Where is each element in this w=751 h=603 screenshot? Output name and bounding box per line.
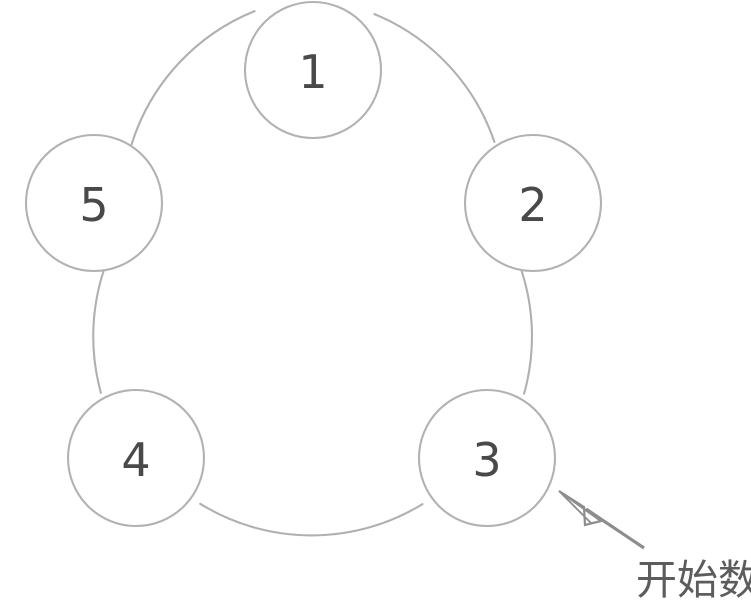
edge-3-to-4 [199, 502, 424, 537]
node-4-circle[interactable] [66, 388, 206, 528]
start-annotation-arrow-icon [558, 490, 645, 550]
arrow-head-rib [558, 490, 592, 524]
node-1-label: 1 [298, 45, 327, 99]
node-2[interactable]: 2 [463, 133, 603, 273]
node-5-label: 5 [79, 178, 108, 232]
node-5[interactable]: 5 [24, 133, 164, 273]
node-5-circle[interactable] [24, 133, 164, 273]
start-annotation-label: 开始数 [636, 556, 751, 603]
edge-group [92, 10, 534, 537]
arrow-shaft [585, 507, 645, 550]
node-3[interactable]: 3 [417, 388, 557, 528]
node-group: 1 2 3 4 5 [24, 0, 603, 528]
edge-1-to-2 [373, 13, 496, 143]
node-4-label: 4 [121, 433, 150, 487]
node-2-circle[interactable] [463, 133, 603, 273]
node-4[interactable]: 4 [66, 388, 206, 528]
edge-4-to-5 [92, 269, 105, 394]
edge-2-to-3 [520, 269, 534, 395]
edge-5-to-1 [130, 10, 256, 146]
node-1[interactable]: 1 [243, 0, 383, 140]
node-2-label: 2 [518, 178, 547, 232]
node-3-circle[interactable] [417, 388, 557, 528]
node-1-circle[interactable] [243, 0, 383, 140]
node-3-label: 3 [472, 433, 501, 487]
arrow-head [558, 490, 604, 527]
